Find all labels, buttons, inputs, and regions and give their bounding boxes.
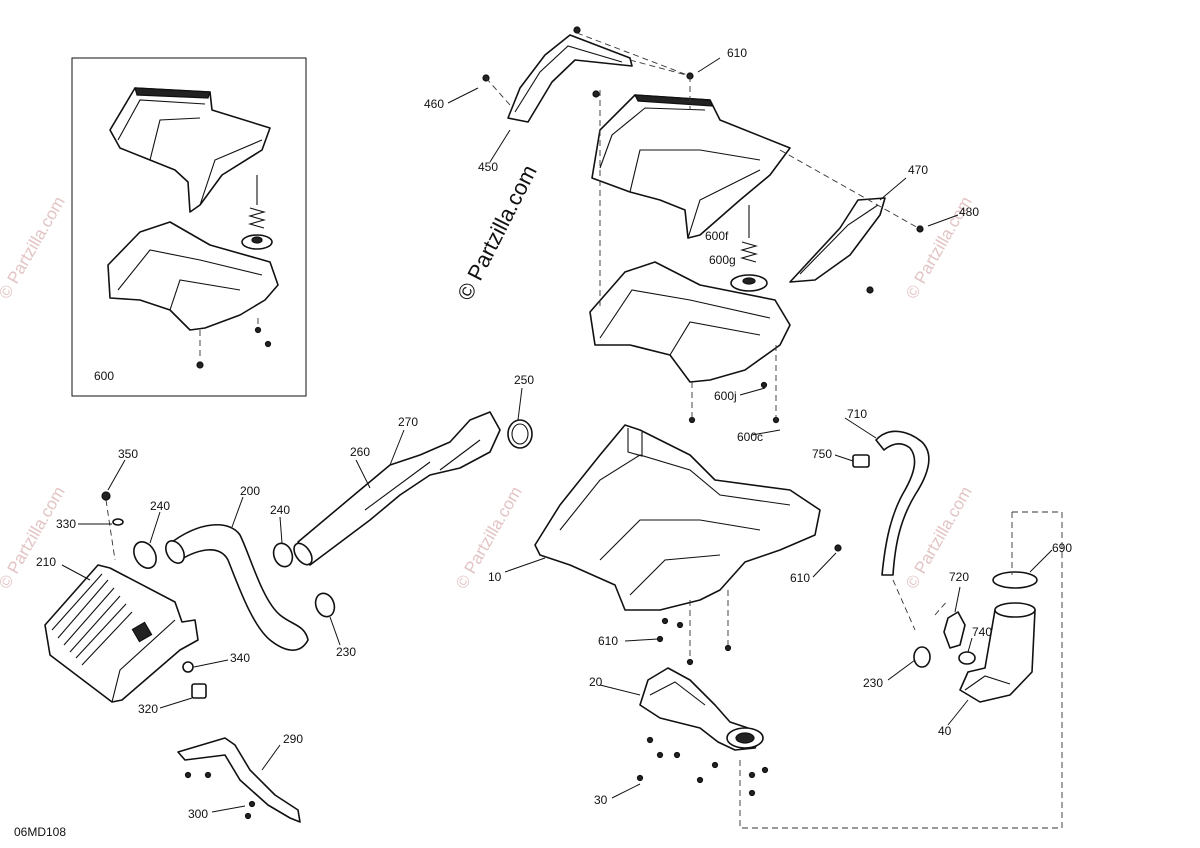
callout-460: 460: [424, 97, 444, 111]
fitting-720-740: [913, 611, 976, 668]
callout-350: 350: [118, 447, 138, 461]
airbox-screws: [656, 590, 732, 666]
callout-610-right: 610: [790, 571, 810, 585]
inset-lower-housing: [107, 221, 279, 331]
clamp-240-right: [272, 542, 294, 568]
callout-330: 330: [56, 517, 76, 531]
callout-690: 690: [1052, 541, 1072, 555]
callout-40: 40: [938, 724, 952, 738]
callout-610-top: 610: [727, 46, 747, 60]
clamp-690: [992, 571, 1038, 589]
callout-200: 200: [240, 484, 260, 498]
top-dash-lines: [485, 32, 921, 420]
side-cover-470: [789, 197, 886, 294]
callout-260: 260: [350, 445, 370, 459]
callout-240-right: 240: [270, 503, 290, 517]
callout-600c: 600c: [737, 430, 763, 444]
inset-screws: [196, 318, 272, 369]
callout-230-left: 230: [336, 645, 356, 659]
callout-labels: 460 450 610 470 480 600f 600g 600j 600c …: [14, 46, 1072, 839]
callout-740: 740: [972, 625, 992, 639]
airbox-10: [534, 424, 842, 611]
callout-610-bottom: 610: [598, 634, 618, 648]
callout-600f: 600f: [705, 229, 729, 243]
intercooler-fasteners: [101, 491, 207, 699]
callout-470: 470: [908, 163, 928, 177]
bracket-290: [177, 737, 301, 823]
callout-600g: 600g: [709, 253, 736, 267]
callout-210: 210: [36, 555, 56, 569]
intercooler-210: [44, 564, 199, 703]
watermark-2: © Partzilla.com: [0, 483, 69, 592]
hose-200: [165, 524, 309, 651]
intake-tube-260-270: [293, 411, 501, 566]
watermark-main: © Partzilla.com: [452, 161, 542, 304]
air-intake-lower-housing: [589, 261, 791, 383]
callout-480: 480: [959, 205, 979, 219]
clamp-230-left: [314, 592, 336, 618]
callout-600j: 600j: [714, 389, 737, 403]
callout-240-left: 240: [150, 499, 170, 513]
diagram-code: 06MD108: [14, 825, 66, 839]
filter-body-40: [959, 602, 1036, 703]
callout-270: 270: [398, 415, 418, 429]
callout-600: 600: [94, 369, 114, 383]
callout-10: 10: [488, 570, 502, 584]
side-cover-450: [507, 26, 633, 123]
hose-710: [852, 430, 930, 576]
callout-750: 750: [812, 447, 832, 461]
clamp-240-left: [133, 541, 157, 569]
callout-300: 300: [188, 807, 208, 821]
right-dash-lines: [739, 511, 1063, 829]
air-duct-20: [639, 667, 764, 751]
inset-spring: [241, 175, 273, 250]
clamp-250: [507, 419, 533, 449]
leader-lines: [61, 57, 1053, 813]
callout-710: 710: [847, 407, 867, 421]
callout-290: 290: [283, 732, 303, 746]
inset-box-600: [71, 57, 307, 397]
callout-20: 20: [589, 675, 603, 689]
callout-250: 250: [514, 373, 534, 387]
callout-320: 320: [138, 702, 158, 716]
callout-230-right: 230: [863, 676, 883, 690]
spring-isolator-600f-600g: [730, 205, 768, 292]
callout-30: 30: [594, 793, 608, 807]
air-intake-upper-housing: [591, 94, 791, 239]
callout-340: 340: [230, 651, 250, 665]
inset-upper-housing: [109, 87, 271, 213]
callout-720: 720: [949, 570, 969, 584]
duct-screws-30: [636, 736, 769, 797]
watermark-1: © Partzilla.com: [0, 193, 69, 302]
callout-450: 450: [478, 160, 498, 174]
